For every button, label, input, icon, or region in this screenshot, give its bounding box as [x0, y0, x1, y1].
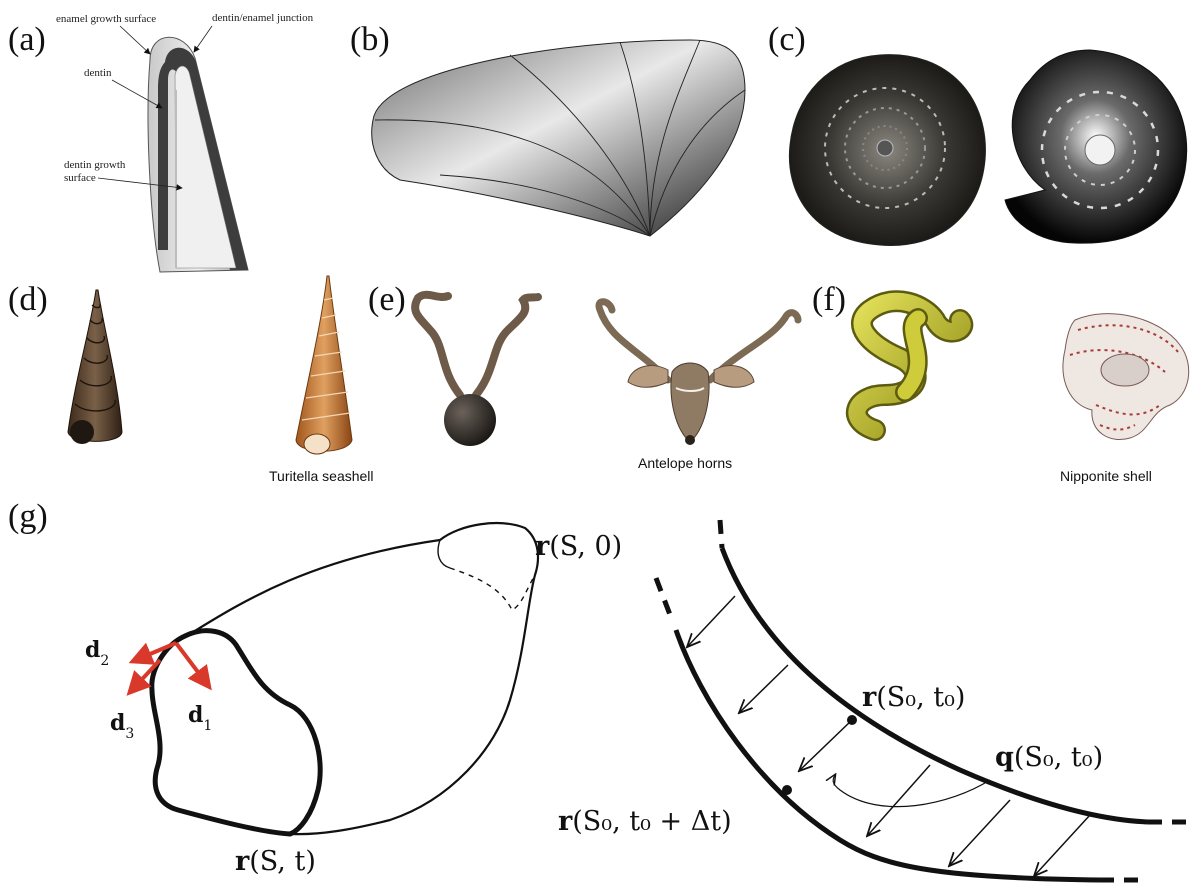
ann-dentin-growth-2: surface	[64, 172, 96, 184]
spiral-shell-3d-model	[68, 290, 122, 444]
cross-section-bold	[152, 631, 320, 834]
panel-c: (c)	[768, 21, 1187, 245]
panel-d-label: (d)	[8, 281, 48, 318]
panel-b: (b)	[350, 21, 745, 236]
ann-dentin-growth-1: dentin growth	[64, 159, 126, 171]
horn-surface-illustration	[372, 40, 745, 236]
caption-antelope: Antelope horns	[638, 455, 732, 471]
pointer-junction	[194, 26, 212, 52]
ann-enamel-growth-surface: enamel growth surface	[56, 13, 156, 25]
panel-c-label: (c)	[768, 21, 806, 58]
panel-e-label: (e)	[368, 281, 406, 318]
panel-d: (d) Turitella seashell	[8, 276, 374, 484]
panel-g-label: (g)	[8, 498, 48, 535]
knotted-tube-3d-model	[857, 301, 962, 430]
end-section-solid	[438, 540, 450, 568]
turitella-seashell-photo	[296, 276, 352, 454]
panel-f-label: (f)	[812, 281, 846, 318]
horns-3d-model	[415, 295, 538, 446]
nipponite-shell-photo	[1063, 314, 1189, 440]
q-pointer-arc	[833, 775, 990, 807]
panel-b-label: (b)	[350, 21, 390, 58]
panel-e: (e) Antelope horns	[368, 281, 798, 471]
panel-a-label: (a)	[8, 21, 46, 58]
antelope-photo	[599, 302, 798, 445]
caption-nipponite: Nipponite shell	[1060, 468, 1152, 484]
growth-velocity-schematic: r(S₀, t₀) q(S₀, t₀) r(S₀, t₀ + Δt)	[558, 520, 1196, 880]
label-d3: d3	[110, 710, 134, 742]
label-r-S0-t0: r(S₀, t₀)	[862, 682, 965, 713]
panel-a: (a) enamel growth surface dentin/enamel …	[8, 12, 314, 272]
tube-schematic: d2 d3 d1 r(S, 0) r(S, t)	[85, 523, 622, 877]
panel-f: (f) Nipponite shell	[812, 281, 1189, 484]
ann-dentin-enamel-junction: dentin/enamel junction	[212, 12, 314, 24]
tube-outline	[180, 523, 538, 834]
d2-arrow	[136, 643, 176, 660]
inner2-dashed-top	[656, 578, 672, 620]
label-r-S0-t0-dt: r(S₀, t₀ + Δt)	[558, 806, 732, 837]
ammonite-fossil-photo	[789, 55, 985, 246]
inner-curve-dashed-top	[720, 520, 722, 548]
label-q-S0-t0: q(S₀, t₀)	[995, 742, 1103, 773]
panel-g: (g) d2 d3 d1	[8, 498, 1196, 880]
pointer-enamel	[120, 26, 150, 54]
point-r-S0-t0	[847, 715, 857, 725]
d1-arrow	[176, 643, 207, 684]
ann-dentin: dentin	[84, 67, 112, 79]
point-r-S0-t0-dt	[782, 785, 792, 795]
label-r-S-0: r(S, 0)	[535, 531, 622, 562]
tooth-illustration	[148, 37, 248, 272]
label-r-S-t: r(S, t)	[235, 846, 316, 877]
label-d2: d2	[85, 637, 109, 669]
label-d1: d1	[188, 702, 212, 734]
ammonite-3d-model	[1005, 50, 1187, 243]
caption-turitella: Turitella seashell	[269, 468, 374, 484]
end-section-dashed	[450, 568, 535, 610]
